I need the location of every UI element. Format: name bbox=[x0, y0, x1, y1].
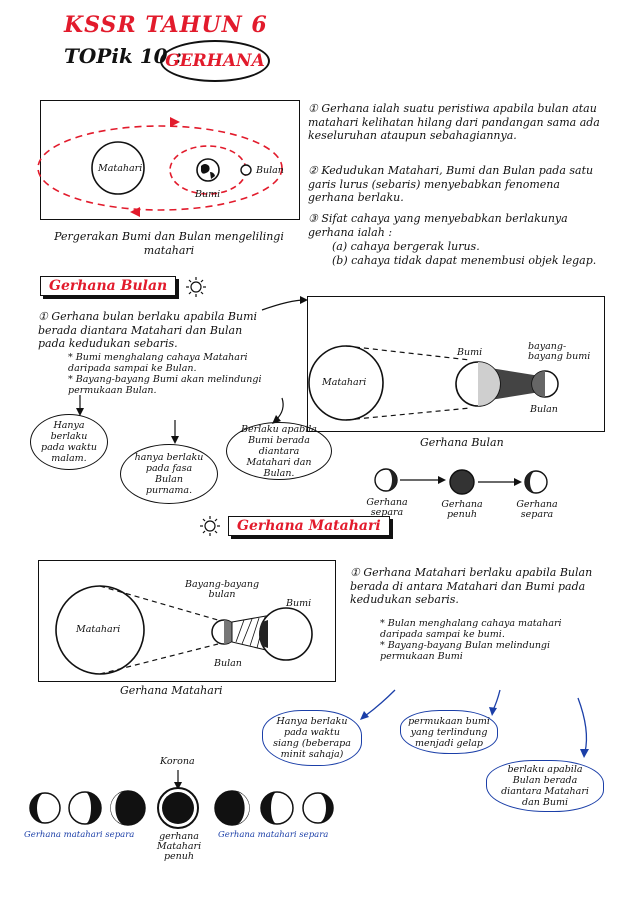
orbit-caption-line2: matahari bbox=[143, 243, 195, 257]
solar-moon-label: Bulan bbox=[214, 658, 242, 669]
moon-circle bbox=[240, 164, 252, 176]
lunar-bubble-position: Berlaku apabila Bumi berada diantara Mat… bbox=[226, 422, 332, 480]
bubble-text: Hanya berlaku pada waktu malam. bbox=[41, 420, 97, 464]
lunar-bullet-2: * Bayang-bayang Bumi akan melindungi per… bbox=[68, 374, 262, 396]
intro-point-1: ① Gerhana ialah suatu peristiwa apabila … bbox=[308, 102, 608, 143]
point-text: Sifat cahaya yang menyebabkan berlakunya… bbox=[308, 212, 568, 239]
point-text: Gerhana bulan berlaku apabila Bumi berad… bbox=[38, 310, 258, 350]
cloud-text: permukaan bumi yang terlindung menjadi g… bbox=[408, 715, 490, 749]
lunar-bubble-fullmoon: hanya berlaku pada fasa Bulan purnama. bbox=[120, 444, 218, 504]
lunar-phase-label-3: Gerhana separa bbox=[516, 499, 558, 520]
solar-caption: Gerhana Matahari bbox=[120, 684, 223, 697]
page-title: KSSR TAHUN 6 bbox=[64, 12, 268, 38]
point-number: ① bbox=[38, 310, 48, 323]
orbit-caption-line1: Pergerakan Bumi dan Bulan mengelilingi bbox=[54, 230, 284, 243]
intro-point-2: ② Kedudukan Matahari, Bumi dan Bulan pad… bbox=[308, 164, 608, 205]
lunar-moon-label: Bulan bbox=[530, 404, 558, 415]
light-prop-b: (b) cahaya tidak dapat menembusi objek l… bbox=[332, 253, 597, 267]
solar-point: ① Gerhana Matahari berlaku apabila Bulan… bbox=[350, 566, 608, 607]
korona-label: Korona bbox=[160, 756, 195, 767]
lunar-phase-label-2: Gerhana penuh bbox=[441, 499, 483, 520]
bubble-text: hanya berlaku pada fasa Bulan purnama. bbox=[134, 452, 204, 496]
point-text: Gerhana Matahari berlaku apabila Bulan b… bbox=[350, 566, 593, 606]
lunar-sun-label: Matahari bbox=[322, 377, 367, 388]
lunar-bubble-night: Hanya berlaku pada waktu malam. bbox=[30, 414, 108, 470]
lunar-phase-2 bbox=[449, 469, 475, 495]
solar-bullet-2: * Bayang-bayang Bulan melindungi permuka… bbox=[380, 640, 551, 662]
solar-shadow-label: Bayang-bayang bulan bbox=[184, 579, 260, 600]
point-text: Gerhana ialah suatu peristiwa apabila bu… bbox=[308, 102, 600, 142]
solar-phase-label-left: Gerhana matahari separa bbox=[24, 830, 135, 840]
orbit-sun-label: Matahari bbox=[98, 163, 143, 174]
orbit-moon-label: Bulan bbox=[256, 165, 284, 176]
lunar-caption: Gerhana Bulan bbox=[420, 436, 504, 449]
orbit-arrow-top bbox=[170, 117, 180, 127]
lunar-bullets: * Bumi menghalang cahaya Matahari daripa… bbox=[68, 352, 268, 396]
point-number: ② bbox=[308, 164, 318, 177]
cloud-text: berlaku apabila Bulan berada diantara Ma… bbox=[501, 764, 589, 808]
point-number: ③ bbox=[308, 212, 318, 225]
sun-circle bbox=[91, 141, 145, 195]
solar-sun-label: Matahari bbox=[76, 624, 121, 635]
solar-bullet-1: * Bulan menghalang cahaya matahari darip… bbox=[380, 618, 562, 640]
solar-bullets: * Bulan menghalang cahaya matahari darip… bbox=[380, 618, 605, 662]
sun-icon-solar bbox=[200, 516, 220, 536]
earth-orbit bbox=[37, 125, 283, 211]
solar-phase-label-right: Gerhana matahari separa bbox=[218, 830, 329, 840]
orbit-earth-label: Bumi bbox=[195, 189, 221, 200]
light-props: (a) cahaya bergerak lurus. (b) cahaya ti… bbox=[332, 240, 602, 267]
solar-cloud-position: berlaku apabila Bulan berada diantara Ma… bbox=[486, 760, 604, 812]
point-number: ① bbox=[308, 102, 318, 115]
cloud-text: Hanya berlaku pada waktu siang (beberapa… bbox=[273, 716, 351, 760]
solar-cloud-dark: permukaan bumi yang terlindung menjadi g… bbox=[400, 710, 498, 754]
topic-name: GERHANA bbox=[165, 51, 265, 71]
solar-earth-label: Bumi bbox=[286, 598, 312, 609]
sun-icon-lunar bbox=[186, 277, 206, 297]
intro-point-3: ③ Sifat cahaya yang menyebabkan berlakun… bbox=[308, 212, 608, 239]
solar-cloud-daytime: Hanya berlaku pada waktu siang (beberapa… bbox=[262, 710, 362, 766]
orbit-caption: Pergerakan Bumi dan Bulan mengelilingi m… bbox=[38, 230, 300, 257]
bubble-text: Berlaku apabila Bumi berada diantara Mat… bbox=[241, 423, 317, 479]
solar-heading: Gerhana Matahari bbox=[228, 516, 390, 536]
point-number: ① bbox=[350, 566, 360, 579]
lunar-bullet-1: * Bumi menghalang cahaya Matahari daripa… bbox=[68, 352, 248, 374]
lunar-point: ① Gerhana bulan berlaku apabila Bumi ber… bbox=[38, 310, 263, 351]
solar-phase-label-mid: gerhana Matahari penuh bbox=[156, 831, 202, 862]
light-prop-a: (a) cahaya bergerak lurus. bbox=[332, 240, 480, 253]
solar-diagram-box bbox=[38, 560, 336, 682]
topic-name-badge: GERHANA bbox=[160, 40, 270, 82]
lunar-diagram-box bbox=[307, 296, 605, 432]
lunar-heading: Gerhana Bulan bbox=[40, 276, 177, 296]
lunar-shadow-label: bayang-bayang bumi bbox=[528, 341, 591, 362]
orbit-arrow-bottom bbox=[130, 207, 140, 217]
lunar-phase-label-1: Gerhana separa bbox=[366, 497, 408, 518]
lunar-earth-label: Bumi bbox=[457, 347, 483, 358]
point-text: Kedudukan Matahari, Bumi dan Bulan pada … bbox=[308, 164, 594, 204]
